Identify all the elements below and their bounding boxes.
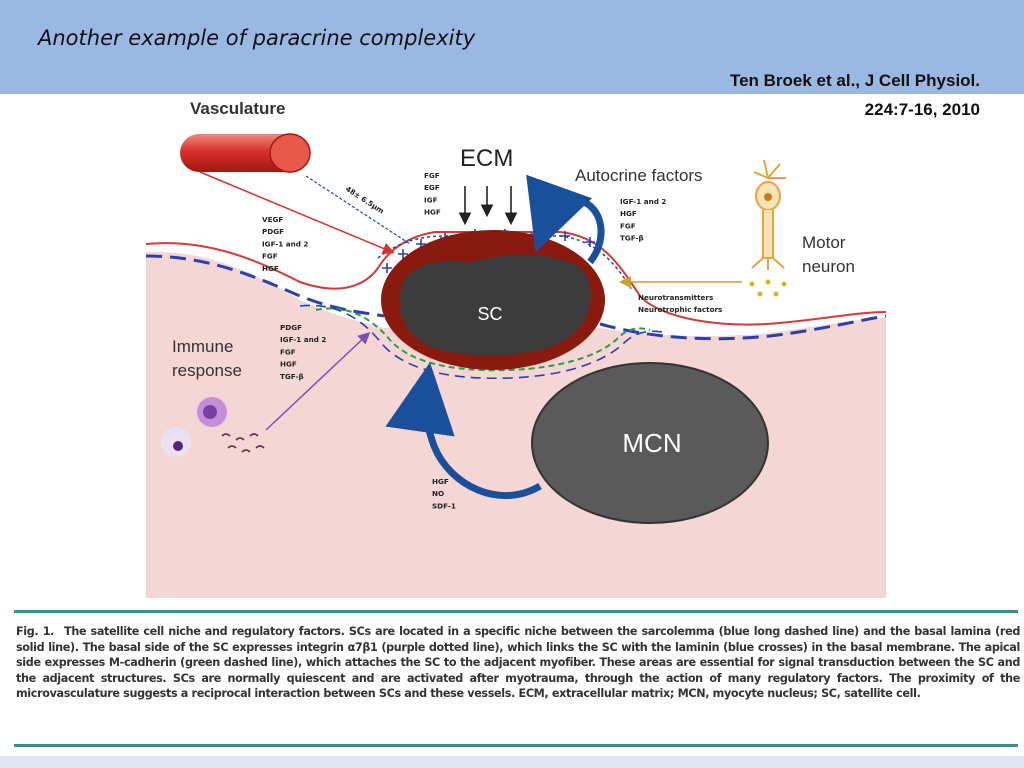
autocrine-factors-item: HGF (620, 209, 637, 218)
vasculature-factor-list: VEGF PDGF IGF-1 and 2 FGF HGF (262, 215, 308, 273)
autocrine-arrow (526, 174, 605, 265)
autocrine-label: Autocrine factors (575, 166, 703, 185)
immune-factor-list: PDGF IGF-1 and 2 FGF HGF TGF-β (280, 323, 326, 381)
autocrine-factors-item: TGF-β (620, 234, 644, 243)
vasculature-factors-item: PDGF (262, 227, 284, 236)
satellite-cell-nucleus (399, 255, 591, 356)
mcn-arrow (385, 362, 542, 499)
mcn-factors-item: NO (432, 489, 444, 498)
ecm-factors-item: EGF (424, 183, 440, 192)
vasculature-factors-item: FGF (262, 252, 278, 261)
immune-cells-icon (161, 397, 265, 457)
mcn-factor-list: HGF NO SDF-1 (432, 477, 456, 510)
mcn-factors-item: SDF-1 (432, 501, 456, 510)
neuron-label: neuron (802, 257, 855, 276)
motor-label: Motor (802, 233, 846, 252)
blood-vessel (180, 133, 311, 173)
autocrine-factor-list: IGF-1 and 2 HGF FGF TGF-β (620, 197, 666, 243)
mcn-factors-item: HGF (432, 477, 449, 486)
vasculature-label: Vasculature (190, 99, 285, 118)
distance-arrow (305, 175, 411, 245)
immune-label: Immune (172, 337, 233, 356)
header-band (0, 0, 1024, 94)
ecm-label: ECM (460, 145, 513, 172)
sarcolemma-lower-line (299, 304, 663, 380)
mcn-label: MCN (622, 428, 681, 458)
autocrine-factors-item: IGF-1 and 2 (620, 197, 666, 206)
vasculature-factors-item: HGF (262, 264, 279, 273)
bottom-band (0, 756, 1024, 768)
citation: Ten Broek et al., J Cell Physiol. 224:7-… (730, 66, 980, 124)
ecm-factors-item: HGF (424, 208, 441, 217)
neuron-factors-item: Neurotrophic factors (638, 305, 722, 314)
vasculature-factors-item: IGF-1 and 2 (262, 239, 308, 248)
sc-label: SC (477, 304, 502, 324)
slide-title: Another example of paracrine complexity (38, 26, 476, 50)
immune-arrow (265, 331, 371, 431)
caption-text: The satellite cell niche and regulatory … (16, 625, 1020, 701)
citation-line-1: Ten Broek et al., J Cell Physiol. (729, 71, 980, 90)
immune-factors-item: TGF-β (280, 372, 304, 381)
m-cadherin-line (315, 307, 651, 372)
vasculature-arrow (199, 171, 395, 255)
neurotransmitter-dots (749, 279, 787, 297)
ecm-factors-item: FGF (424, 171, 440, 180)
response-label: response (172, 361, 242, 380)
figure-caption: Fig. 1.The satellite cell niche and regu… (16, 624, 1020, 702)
caption-bottom-rule (14, 744, 1018, 747)
myocyte-nucleus (531, 362, 769, 524)
autocrine-factors-item: FGF (620, 221, 636, 230)
sarcolemma-line (145, 254, 385, 318)
immune-factors-item: PDGF (280, 323, 302, 332)
ecm-factors-item: IGF (424, 195, 438, 204)
ecm-factor-list: FGF EGF IGF HGF (424, 171, 441, 217)
immune-factors-item: FGF (280, 347, 296, 356)
immune-factors-item: IGF-1 and 2 (280, 335, 326, 344)
distance-label: 48± 6.5µm (344, 184, 386, 216)
caption-top-rule (14, 610, 1018, 613)
vasculature-factors-item: VEGF (262, 215, 283, 224)
citation-line-2: 224:7-16, 2010 (864, 100, 980, 119)
ecm-arrows (458, 186, 518, 226)
neuron-factors-item: Neurotransmitters (638, 293, 713, 302)
satellite-cell-niche-diagram: SC MCN Vasculature 48± 6.5µm VEGF PDGF IGF… (145, 99, 887, 598)
immune-factors-item: HGF (280, 360, 297, 369)
caption-label: Fig. 1. (16, 625, 55, 638)
motor-neuron-icon (751, 159, 786, 270)
